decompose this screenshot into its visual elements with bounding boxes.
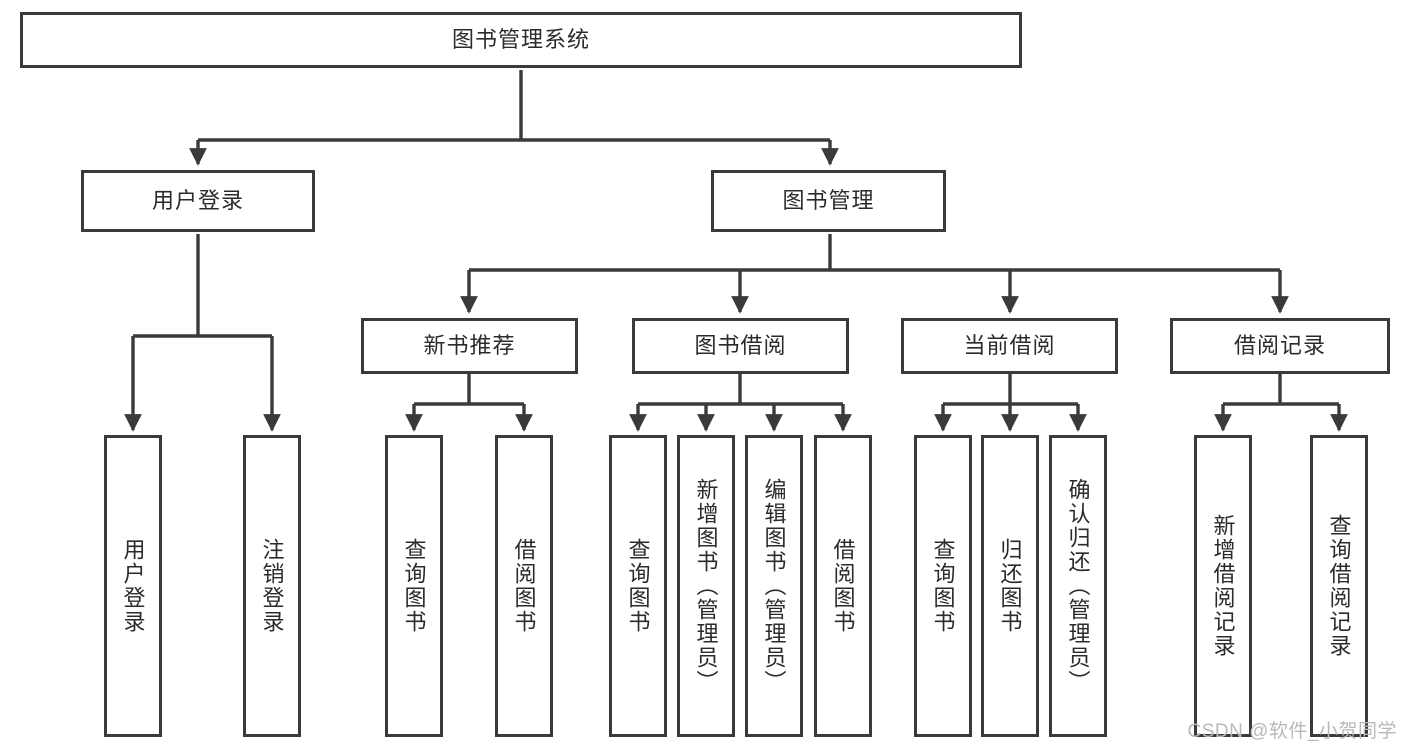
leaf-query-book-1[interactable]: 查询图书: [385, 435, 443, 737]
node-user-login-label: 用户登录: [151, 187, 244, 213]
node-book-management-label: 图书管理: [782, 187, 875, 213]
node-book-borrow-label: 图书借阅: [694, 332, 787, 358]
leaf-add-record[interactable]: 新增借阅记录: [1194, 435, 1252, 737]
leaf-query-book-3[interactable]: 查询图书: [914, 435, 972, 737]
leaf-add-book-label: 新增图书（管理员）: [693, 478, 719, 694]
leaf-confirm-return[interactable]: 确认归还（管理员）: [1049, 435, 1107, 737]
leaf-borrow-book-1-label: 借阅图书: [511, 538, 537, 634]
leaf-return-book[interactable]: 归还图书: [981, 435, 1039, 737]
node-book-management[interactable]: 图书管理: [711, 170, 946, 232]
leaf-borrow-book-2[interactable]: 借阅图书: [814, 435, 872, 737]
leaf-query-record-label: 查询借阅记录: [1326, 514, 1352, 658]
csdn-watermark: CSDN @软件_小贺同学: [1187, 721, 1397, 742]
leaf-query-book-3-label: 查询图书: [930, 538, 956, 634]
leaf-borrow-book-1[interactable]: 借阅图书: [495, 435, 553, 737]
leaf-query-book-2[interactable]: 查询图书: [609, 435, 667, 737]
node-root-label: 图书管理系统: [451, 26, 590, 52]
node-new-book-recommend-label: 新书推荐: [423, 332, 516, 358]
leaf-return-book-label: 归还图书: [997, 538, 1023, 634]
leaf-query-record[interactable]: 查询借阅记录: [1310, 435, 1368, 737]
node-new-book-recommend[interactable]: 新书推荐: [361, 318, 578, 374]
node-borrow-record-label: 借阅记录: [1233, 332, 1326, 358]
node-user-login[interactable]: 用户登录: [81, 170, 315, 232]
leaf-logout-login[interactable]: 注销登录: [243, 435, 301, 737]
node-current-borrow[interactable]: 当前借阅: [901, 318, 1118, 374]
leaf-edit-book[interactable]: 编辑图书（管理员）: [745, 435, 803, 737]
leaf-query-book-2-label: 查询图书: [625, 538, 651, 634]
leaf-user-login-label: 用户登录: [120, 538, 146, 634]
leaf-logout-login-label: 注销登录: [259, 538, 285, 634]
node-borrow-record[interactable]: 借阅记录: [1170, 318, 1390, 374]
leaf-borrow-book-2-label: 借阅图书: [830, 538, 856, 634]
leaf-add-book[interactable]: 新增图书（管理员）: [677, 435, 735, 737]
leaf-user-login[interactable]: 用户登录: [104, 435, 162, 737]
leaf-query-book-1-label: 查询图书: [401, 538, 427, 634]
leaf-confirm-return-label: 确认归还（管理员）: [1065, 478, 1091, 694]
node-root[interactable]: 图书管理系统: [20, 12, 1022, 68]
node-current-borrow-label: 当前借阅: [963, 332, 1056, 358]
leaf-add-record-label: 新增借阅记录: [1210, 514, 1236, 658]
node-book-borrow[interactable]: 图书借阅: [632, 318, 849, 374]
leaf-edit-book-label: 编辑图书（管理员）: [761, 478, 787, 694]
